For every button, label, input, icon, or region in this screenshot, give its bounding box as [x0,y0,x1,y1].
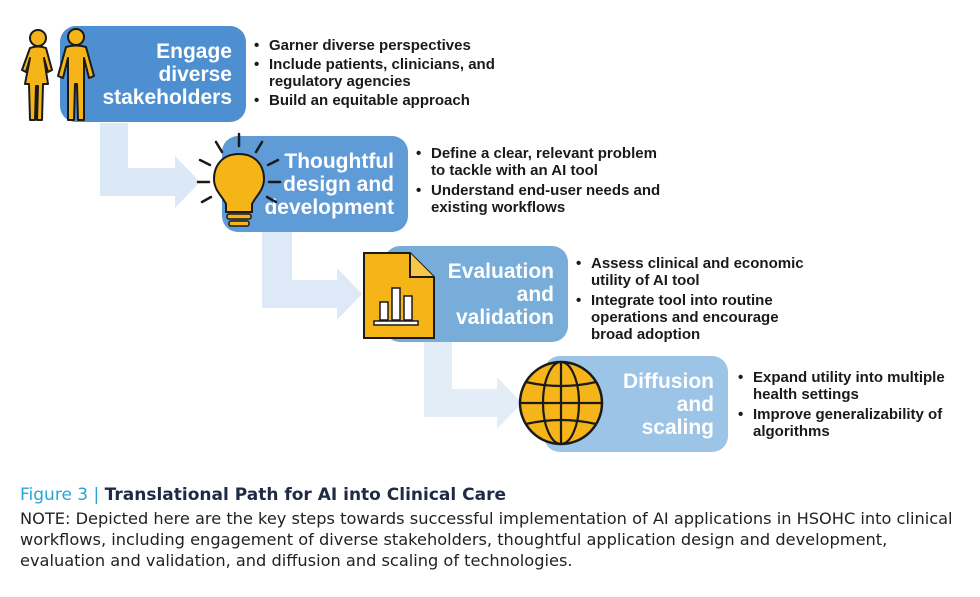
figure-caption: Figure 3 | Translational Path for AI int… [20,484,965,571]
step-1-bullets: Garner diverse perspectives Include pati… [254,37,504,109]
step-2-bullet: Understand end-user needs and existing w… [416,182,661,216]
step-1-title: Engage diverse stakeholders [102,39,232,109]
step-1-bullet: Garner diverse perspectives [254,37,504,54]
figure-label: Figure 3 [20,485,89,505]
document-chart-icon [363,252,435,339]
step-3-bullets: Assess clinical and economic utility of … [576,255,821,343]
step-3-bullet: Assess clinical and economic utility of … [576,255,821,289]
globe-icon [518,360,604,446]
step-3-title: Evaluation and validation [447,259,554,329]
caption-separator: | [93,485,100,505]
step-4-title: Diffusion and scaling [623,369,714,439]
lightbulb-icon [196,132,282,227]
step-2-title: Thoughtful design and development [264,149,394,219]
step-3-bullet: Integrate tool into routine operations a… [576,292,821,343]
step-1-bullet: Include patients, clinicians, and regula… [254,56,504,90]
step-2-bullet: Define a clear, relevant problem to tack… [416,145,661,179]
step-4-bullets: Expand utility into multiple health sett… [738,369,973,440]
figure-note: NOTE: Depicted here are the key steps to… [20,509,953,570]
step-2-box: Thoughtful design and development [222,136,408,232]
figure-title: Translational Path for AI into Clinical … [104,485,506,505]
step-4-bullet: Improve generalizability of algorithms [738,406,973,440]
caption-title-line: Figure 3 | Translational Path for AI int… [20,484,965,506]
step-2-bullets: Define a clear, relevant problem to tack… [416,145,661,216]
people-icon [21,28,95,121]
arrow-1 [100,123,522,429]
step-1-box: Engage diverse stakeholders [60,26,246,122]
step-1-bullet: Build an equitable approach [254,92,504,109]
step-4-bullet: Expand utility into multiple health sett… [738,369,973,403]
